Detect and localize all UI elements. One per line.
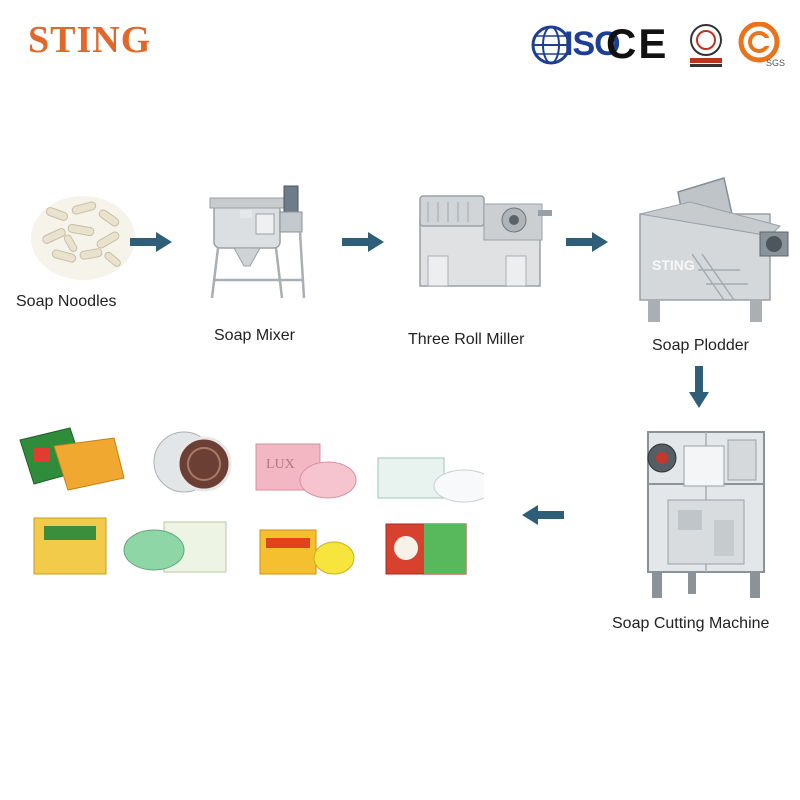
flow-arrow-down-icon	[689, 366, 709, 408]
soap-cutting-machine-image	[647, 431, 765, 598]
soap-mixer-image	[209, 185, 306, 299]
svg-text:STING: STING	[652, 257, 695, 273]
product-lux-soap: LUX	[255, 443, 357, 499]
svg-text:LUX: LUX	[266, 457, 295, 472]
product-laundry-soap	[19, 427, 125, 491]
certification-seal-icon	[690, 24, 722, 67]
step-label-soap-cutting-machine: Soap Cutting Machine	[612, 615, 770, 632]
product-orange-soap	[259, 529, 355, 575]
sgs-mark: SGS	[766, 58, 786, 68]
step-label-soap-noodles: Soap Noodles	[16, 293, 117, 310]
flow-arrow-right-icon	[342, 232, 384, 252]
brand-logo: STING	[28, 19, 152, 61]
product-yellow-soap	[33, 517, 107, 575]
product-round-soap	[153, 431, 232, 493]
product-green-soap	[123, 521, 227, 573]
iso-globe-icon	[531, 25, 571, 65]
flow-arrow-left-icon	[522, 505, 564, 525]
ce-mark: CE	[606, 20, 669, 67]
finished-soap-products-image: LUX	[19, 427, 484, 575]
three-roll-miller-image	[419, 195, 552, 287]
step-label-soap-mixer: Soap Mixer	[214, 327, 295, 344]
iso-mark: ISO	[564, 25, 621, 63]
soap-plodder-image: STING	[639, 177, 789, 322]
sgs-logo-icon	[738, 22, 780, 63]
step-label-three-roll-miller: Three Roll Miller	[408, 331, 525, 348]
product-antibacterial-soap	[385, 523, 467, 575]
product-white-soap	[377, 457, 484, 503]
flow-arrow-right-icon	[566, 232, 608, 252]
certification-logos: ISO CE SGS	[530, 20, 790, 72]
step-label-soap-plodder: Soap Plodder	[652, 337, 749, 354]
flow-arrow-right-icon	[130, 232, 172, 252]
soap-noodles-image	[31, 196, 135, 280]
